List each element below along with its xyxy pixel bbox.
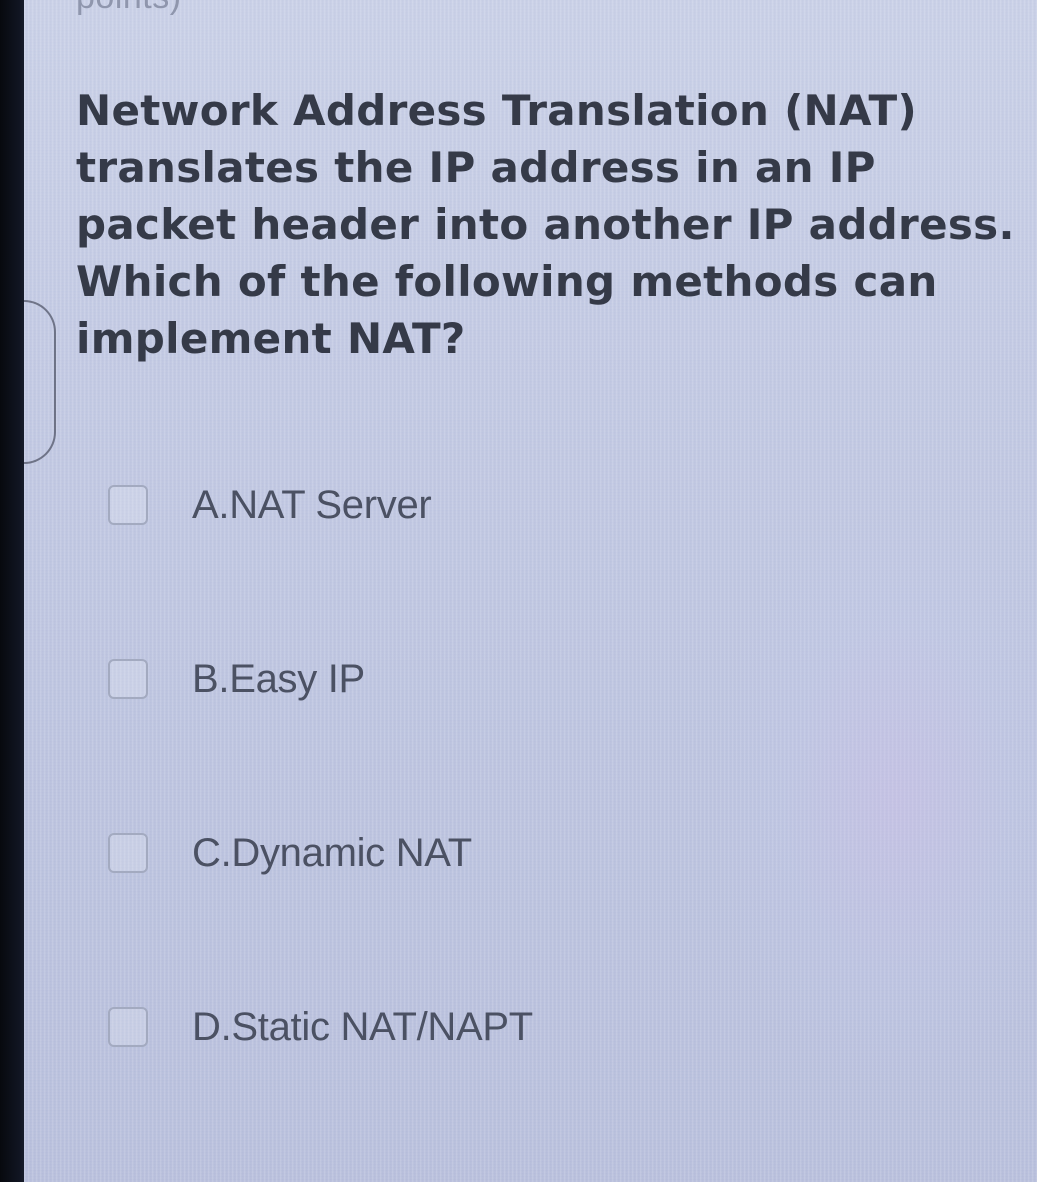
option-d[interactable]: D.Static NAT/NAPT	[108, 997, 533, 1057]
screen-glare	[717, 520, 1037, 1080]
option-c-checkbox[interactable]	[108, 833, 148, 873]
option-a[interactable]: A.NAT Server	[108, 475, 432, 535]
option-d-label[interactable]: D.Static NAT/NAPT	[192, 1004, 533, 1049]
device-bezel	[0, 0, 28, 1182]
option-a-checkbox[interactable]	[108, 485, 148, 525]
option-c[interactable]: C.Dynamic NAT	[108, 823, 472, 883]
option-c-label[interactable]: C.Dynamic NAT	[192, 830, 472, 875]
option-b-checkbox[interactable]	[108, 659, 148, 699]
option-a-label[interactable]: A.NAT Server	[192, 482, 432, 527]
points-label: points)	[76, 0, 182, 17]
quiz-screen: points) Network Address Translation (NAT…	[24, 0, 1037, 1182]
question-text: Network Address Translation (NAT) transl…	[76, 86, 1015, 363]
option-b-label[interactable]: B.Easy IP	[192, 656, 365, 701]
option-b[interactable]: B.Easy IP	[108, 649, 365, 709]
option-d-checkbox[interactable]	[108, 1007, 148, 1047]
screen-crack	[24, 300, 56, 464]
